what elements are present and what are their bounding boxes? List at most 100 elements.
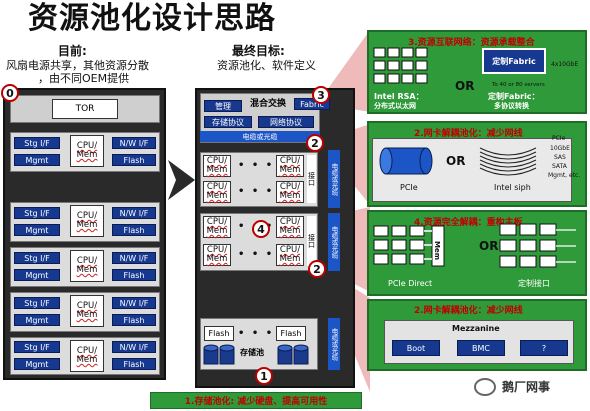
badge-2: 2 <box>308 260 326 278</box>
flash-chip: Flash <box>112 154 156 166</box>
panel-title: 4.资源完全解耦：重构主板 <box>414 218 523 228</box>
stg-if-chip: Stg I/F <box>14 137 60 149</box>
stg-if-chip: Stg I/F <box>14 341 60 353</box>
pcie-direct-grid-icon <box>373 225 445 267</box>
cpu-mem-box: CPU/Mem <box>70 135 104 167</box>
bmc-chip: BMC <box>457 340 505 356</box>
cpu-mem-box: CPU/Mem <box>70 295 104 327</box>
spec-10gbe: 10GbE <box>550 145 570 152</box>
hybrid-switch-label: 混合交换 <box>250 99 287 109</box>
nw-if-chip: N/W I/F <box>112 137 156 149</box>
siph-label: Intel siph <box>494 183 531 192</box>
cpu-mem-box: CPU/Mem <box>276 181 304 203</box>
storage-protocol-box: 存储协议 <box>204 116 252 128</box>
center-line1: 资源池化、软件定义 <box>217 59 316 72</box>
panel-title: 2.网卡解耦池化：减少网线 <box>414 306 523 316</box>
cpu-mem-box: CPU/Mem <box>70 340 104 372</box>
panel-title: 3.资源互联网络：资源承载整合 <box>408 38 535 48</box>
cpu-mem-box: CPU/Mem <box>70 250 104 282</box>
nw-if-chip: N/W I/F <box>112 207 156 219</box>
flash-box: Flash <box>276 326 306 341</box>
boot-chip: Boot <box>392 340 440 356</box>
tor-box: TOR <box>52 99 118 119</box>
interface-label: 接口 <box>307 216 316 266</box>
mgmt-chip: Mgmt <box>14 314 60 326</box>
center-heading: 最终目标: <box>232 44 285 58</box>
panel-title: 2.网卡解耦池化：减少网线 <box>414 129 523 139</box>
dots: • • • <box>238 328 275 339</box>
custom-interface-grid-icon <box>499 223 576 268</box>
cpu-mem-box: CPU/Mem <box>203 181 231 203</box>
stg-if-chip: Stg I/F <box>14 252 60 264</box>
pcie-cable-icon <box>379 147 433 175</box>
rsa-grid-icon <box>373 47 428 84</box>
cpu-mem-box: CPU/Mem <box>203 216 231 238</box>
pcie-label: PCIe <box>400 183 418 192</box>
cpu-mem-box: CPU/Mem <box>276 216 304 238</box>
mem-label: Mem <box>433 241 441 261</box>
left-line2: ，由不同OEM提供 <box>38 72 130 85</box>
or-label: OR <box>455 79 475 93</box>
tengbe-label: 4x10GbE <box>551 61 579 68</box>
custom-fabric-label-1: 定制Fabric： <box>488 92 540 101</box>
watermark-text: 鹅厂网事 <box>502 380 551 394</box>
dots: • • • <box>238 160 275 171</box>
spec-sas: SAS <box>554 154 566 161</box>
flash-chip: Flash <box>112 358 156 370</box>
spec-sata: SATA <box>552 163 567 170</box>
dots: • • • <box>238 249 275 260</box>
stg-if-chip: Stg I/F <box>14 207 60 219</box>
siph-cable-icon <box>479 147 537 176</box>
spec-pcie: PCIe <box>552 135 566 142</box>
cpu-mem-box: CPU/Mem <box>276 244 304 266</box>
cpu-mem-box: CPU/Mem <box>203 155 231 177</box>
disk-pool-icon <box>203 344 309 365</box>
cable-bar-vertical: 电缆或光缆 <box>328 213 340 271</box>
nw-if-chip: N/W I/F <box>112 297 156 309</box>
mgmt-chip: Mgmt <box>14 358 60 370</box>
servers-label: To 40 or 80 servers <box>492 82 545 88</box>
badge-4: 4 <box>252 220 270 238</box>
cpu-mem-box: CPU/Mem <box>203 244 231 266</box>
left-line1: 风扇电源共享，其他资源分散 <box>6 59 149 72</box>
cable-bar-vertical: 电缆或光缆 <box>328 150 340 208</box>
stg-if-chip: Stg I/F <box>14 297 60 309</box>
custom-fabric-box: 定制Fabric <box>482 48 546 74</box>
rsa-label-2: 分布式以太网 <box>374 102 416 110</box>
storage-pool-label: 存储池 <box>240 348 264 357</box>
mezzanine-label: Mezzanine <box>452 324 500 333</box>
cpu-mem-box: CPU/Mem <box>276 155 304 177</box>
unknown-chip: ? <box>520 340 568 356</box>
badge-0: 0 <box>1 84 19 102</box>
flash-chip: Flash <box>112 314 156 326</box>
badge-3: 3 <box>312 86 330 104</box>
left-heading: 目前: <box>58 44 87 58</box>
or-label: OR <box>446 154 466 168</box>
arrow-left-to-center <box>168 160 195 200</box>
custom-fabric-label-2: 多协议转换 <box>494 102 529 110</box>
rsa-label-1: Intel RSA： <box>374 92 424 101</box>
flash-chip: Flash <box>112 269 156 281</box>
spec-mgmt: Mgmt, etc. <box>548 172 581 179</box>
custom-interface-label: 定制接口 <box>518 279 550 288</box>
dots: • • • <box>238 186 275 197</box>
nw-if-chip: N/W I/F <box>112 341 156 353</box>
cpu-mem-box: CPU/Mem <box>70 205 104 237</box>
page-title: 资源池化设计思路 <box>28 1 276 36</box>
panel-interconnect <box>367 30 587 114</box>
interface-label: 接口 <box>307 155 316 203</box>
mgmt-chip: Mgmt <box>14 154 60 166</box>
or-label: OR <box>479 239 499 253</box>
cable-bar-vertical: 电缆或光缆 <box>328 318 340 370</box>
mgmt-box: 管理 <box>204 100 242 112</box>
mgmt-chip: Mgmt <box>14 224 60 236</box>
nw-if-chip: N/W I/F <box>112 252 156 264</box>
badge-2: 2 <box>306 134 324 152</box>
badge-1: 1 <box>255 367 273 385</box>
cable-bar-top: 电缆或光缆 <box>200 131 320 142</box>
network-protocol-box: 网络协议 <box>258 116 314 128</box>
wechat-icon <box>474 378 496 396</box>
pcie-direct-label: PCIe Direct <box>388 279 433 288</box>
flash-box: Flash <box>204 326 234 341</box>
